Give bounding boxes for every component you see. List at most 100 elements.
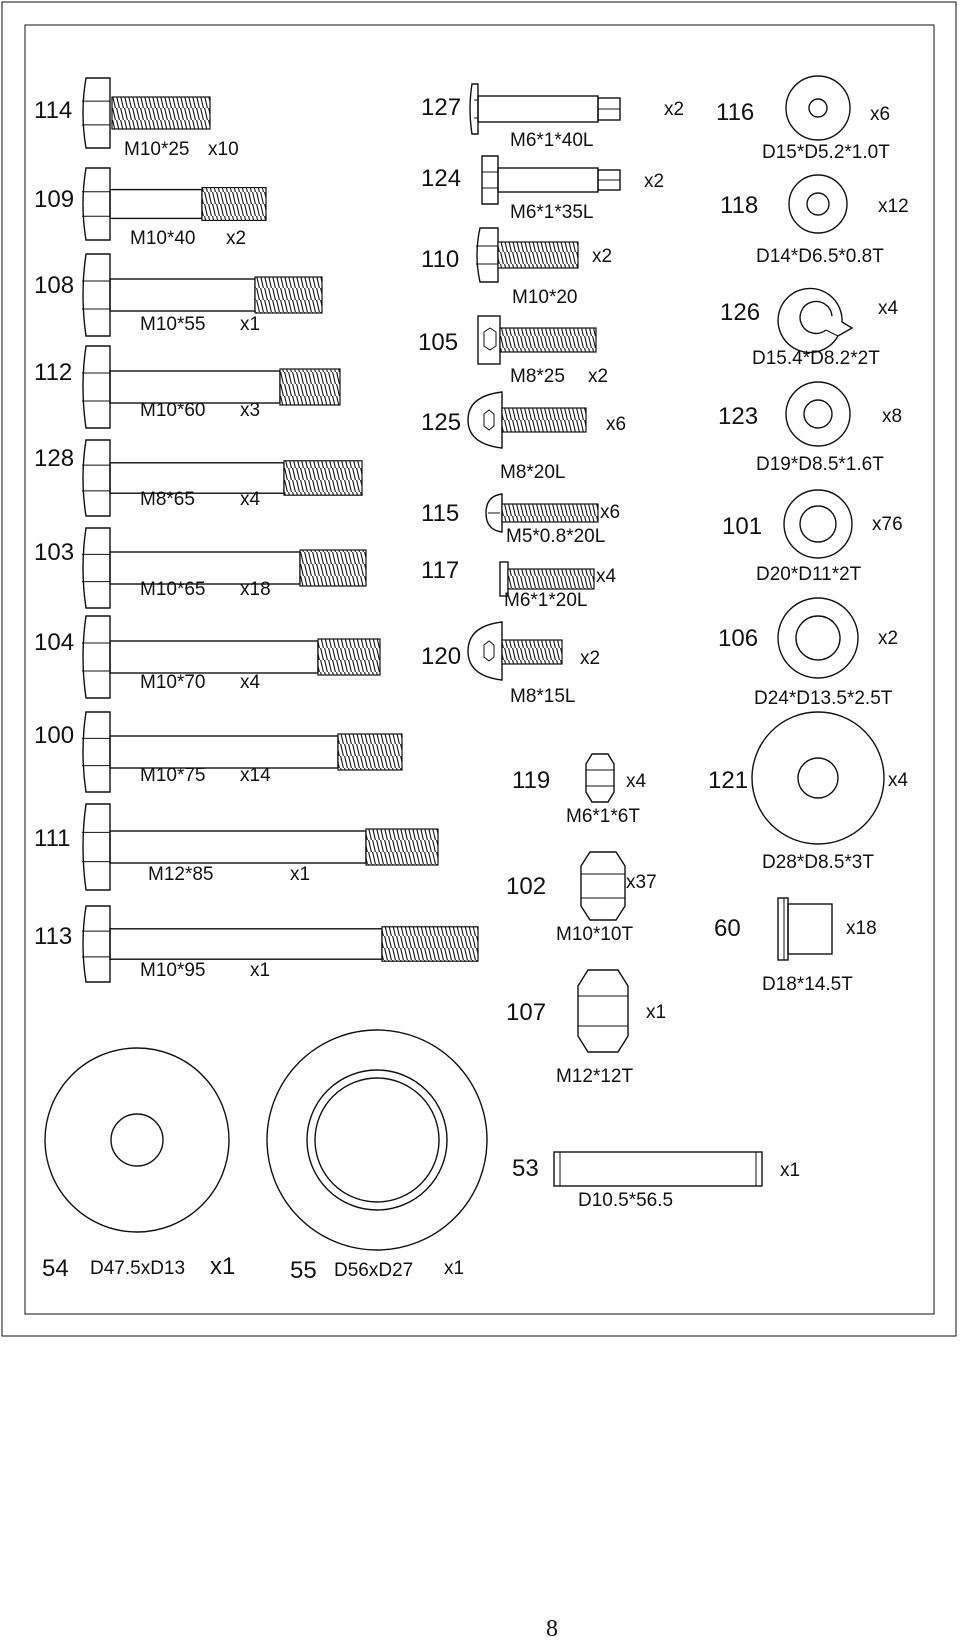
part-qty: x4 bbox=[240, 672, 261, 693]
part-spec: M8*15L bbox=[510, 686, 576, 707]
part-qty: x37 bbox=[626, 872, 657, 893]
pin-53: 53 D10.5*56.5 x1 bbox=[512, 1151, 800, 1211]
part-spec: D10.5*56.5 bbox=[578, 1190, 673, 1211]
part-qty: x3 bbox=[240, 400, 260, 421]
part-number: 111 bbox=[34, 825, 70, 852]
part-qty: x14 bbox=[240, 765, 271, 786]
screw-127: 127 M6*1*40L x2 bbox=[421, 83, 684, 151]
part-qty: x1 bbox=[780, 1160, 800, 1181]
part-spec: M8*20L bbox=[500, 462, 566, 483]
part-qty: x1 bbox=[250, 960, 270, 981]
bolt-shank bbox=[109, 370, 281, 404]
part-spec: D20*D11*2T bbox=[756, 564, 862, 585]
part-qty: x10 bbox=[208, 139, 239, 160]
part-qty: x2 bbox=[226, 228, 246, 249]
part-number: 126 bbox=[720, 299, 760, 326]
part-qty: x1 bbox=[240, 314, 260, 335]
hex-head bbox=[82, 527, 111, 609]
part-number: 53 bbox=[512, 1155, 539, 1182]
part-number: 105 bbox=[418, 329, 458, 356]
bolt-thread bbox=[279, 368, 341, 406]
part-qty: x12 bbox=[878, 196, 909, 217]
part-qty: x2 bbox=[588, 366, 608, 387]
part-number: 119 bbox=[512, 767, 550, 794]
large-parts-group: 54 D47.5xD13 x1 55 D56xD27 x1 53 D10.5*5… bbox=[42, 1029, 800, 1284]
hex-head bbox=[82, 77, 111, 149]
part-spec: M10*60 bbox=[140, 400, 206, 421]
part-number: 114 bbox=[34, 97, 72, 124]
part-spec: M10*10T bbox=[556, 924, 633, 945]
bolt-thread bbox=[365, 828, 439, 866]
part-number: 120 bbox=[421, 643, 461, 670]
screw-124: 124 M6*1*35L x2 bbox=[421, 155, 664, 223]
bolt-shank bbox=[109, 640, 319, 674]
nut-107: 107 M12*12T x1 bbox=[506, 969, 666, 1087]
part-spec: D28*D8.5*3T bbox=[762, 852, 874, 873]
part-spec: M10*75 bbox=[140, 765, 206, 786]
hex-head bbox=[82, 253, 111, 337]
washers-group: 116 D15*D5.2*1.0T x6 118 D14*D6.5*0.8T x… bbox=[708, 75, 909, 995]
part-number: 100 bbox=[34, 722, 74, 749]
part-number: 121 bbox=[708, 767, 748, 794]
part-qty: x6 bbox=[600, 502, 620, 523]
part-spec: M8*25 bbox=[510, 366, 565, 387]
part-number: 115 bbox=[421, 500, 459, 527]
part-spec: M5*0.8*20L bbox=[506, 526, 605, 547]
washer-126: 126 D15.4*D8.2*2T x4 bbox=[720, 287, 899, 369]
hex-head bbox=[82, 905, 111, 983]
part-spec: M12*12T bbox=[556, 1066, 633, 1087]
hex-head bbox=[82, 167, 111, 241]
part-qty: x4 bbox=[596, 566, 617, 587]
part-spec: D19*D8.5*1.6T bbox=[756, 454, 884, 475]
part-spec: D15*D5.2*1.0T bbox=[762, 142, 890, 163]
screw-120: 120 M8*15L x2 bbox=[421, 621, 600, 707]
part-spec: M10*20 bbox=[512, 287, 578, 308]
part-number: 101 bbox=[722, 513, 762, 540]
part-spec: D18*14.5T bbox=[762, 974, 853, 995]
part-qty: x18 bbox=[240, 579, 271, 600]
part-spec: M10*70 bbox=[140, 672, 206, 693]
bolt-shank bbox=[109, 278, 256, 312]
part-number: 128 bbox=[34, 445, 74, 472]
washer-123: 123 D19*D8.5*1.6T x8 bbox=[718, 381, 902, 475]
hex-head bbox=[82, 345, 111, 429]
part-qty: x1 bbox=[210, 1253, 235, 1280]
part-spec: D14*D6.5*0.8T bbox=[756, 246, 884, 267]
bushing-60: 60 D18*14.5T x18 bbox=[714, 897, 877, 995]
part-qty: x2 bbox=[580, 648, 600, 669]
part-spec: M10*95 bbox=[140, 960, 206, 981]
screw-125: 125 M8*20L x6 bbox=[421, 391, 626, 483]
hex-head bbox=[82, 615, 111, 699]
part-number: 55 bbox=[290, 1257, 317, 1284]
page-number: 8 bbox=[546, 1616, 558, 1642]
part-qty: x4 bbox=[626, 771, 647, 792]
screw-115: 115 M5*0.8*20L x6 bbox=[421, 493, 620, 547]
part-qty: x1 bbox=[290, 864, 310, 885]
part-number: 108 bbox=[34, 272, 74, 299]
part-spec: D56xD27 bbox=[334, 1260, 413, 1281]
part-number: 127 bbox=[421, 94, 461, 121]
part-qty: x2 bbox=[878, 628, 898, 649]
hex-head bbox=[82, 711, 111, 793]
part-spec: M12*85 bbox=[148, 864, 214, 885]
washer-121: 121 D28*D8.5*3T x4 bbox=[708, 711, 909, 873]
nut-102: 102 M10*10T x37 bbox=[506, 851, 657, 945]
part-qty: x4 bbox=[240, 489, 261, 510]
hex-head bbox=[82, 439, 111, 517]
part-qty: x4 bbox=[888, 770, 909, 791]
part-spec: M6*1*35L bbox=[510, 202, 593, 223]
part-spec: M10*55 bbox=[140, 314, 206, 335]
part-spec: M10*65 bbox=[140, 579, 206, 600]
part-spec: M6*1*6T bbox=[566, 806, 640, 827]
part-qty: x2 bbox=[664, 99, 684, 120]
part-spec: M10*40 bbox=[130, 228, 196, 249]
